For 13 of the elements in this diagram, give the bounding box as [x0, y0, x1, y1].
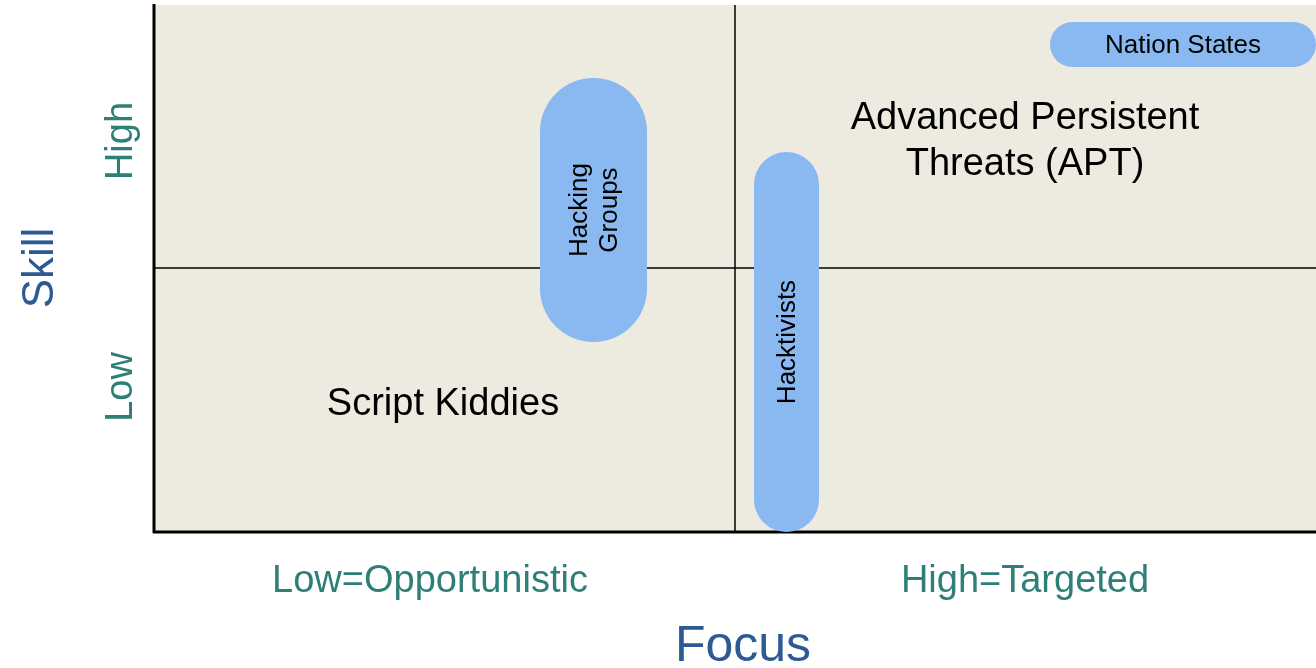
axis-title: Focus [674, 615, 812, 668]
axis-tick-label: High [97, 101, 142, 181]
pill-shape [1050, 22, 1316, 67]
quadrant-label: Script Kiddies [326, 380, 560, 426]
axis-tick-label: Low=Opportunistic [272, 557, 588, 603]
axis-tick-label: High=Targeted [900, 557, 1150, 603]
quadrant-label: Advanced Persistent Threats (APT) [849, 94, 1201, 185]
pill-label: Hacking Groups [563, 162, 624, 259]
axis-title: Skill [11, 227, 63, 309]
pill-label: Nation States [1104, 29, 1262, 60]
pill-shape [754, 152, 819, 532]
pill-label: Hacktivists [771, 279, 802, 405]
axis-tick-label: Low [97, 352, 142, 422]
